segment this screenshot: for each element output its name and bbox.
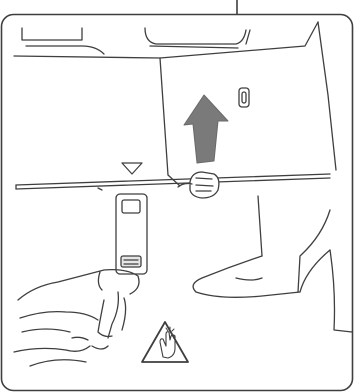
hand-gripping-tray — [178, 172, 219, 198]
pinch-hazard-warning-icon — [142, 322, 188, 362]
hand-holding-card — [14, 270, 139, 366]
door-latch-slot — [239, 88, 249, 107]
up-arrow-icon — [184, 95, 228, 163]
person-legs — [193, 196, 352, 332]
down-triangle-icon — [122, 163, 142, 174]
paper-tray — [16, 174, 330, 190]
id-card — [116, 194, 147, 274]
illustration-frame — [2, 15, 353, 391]
